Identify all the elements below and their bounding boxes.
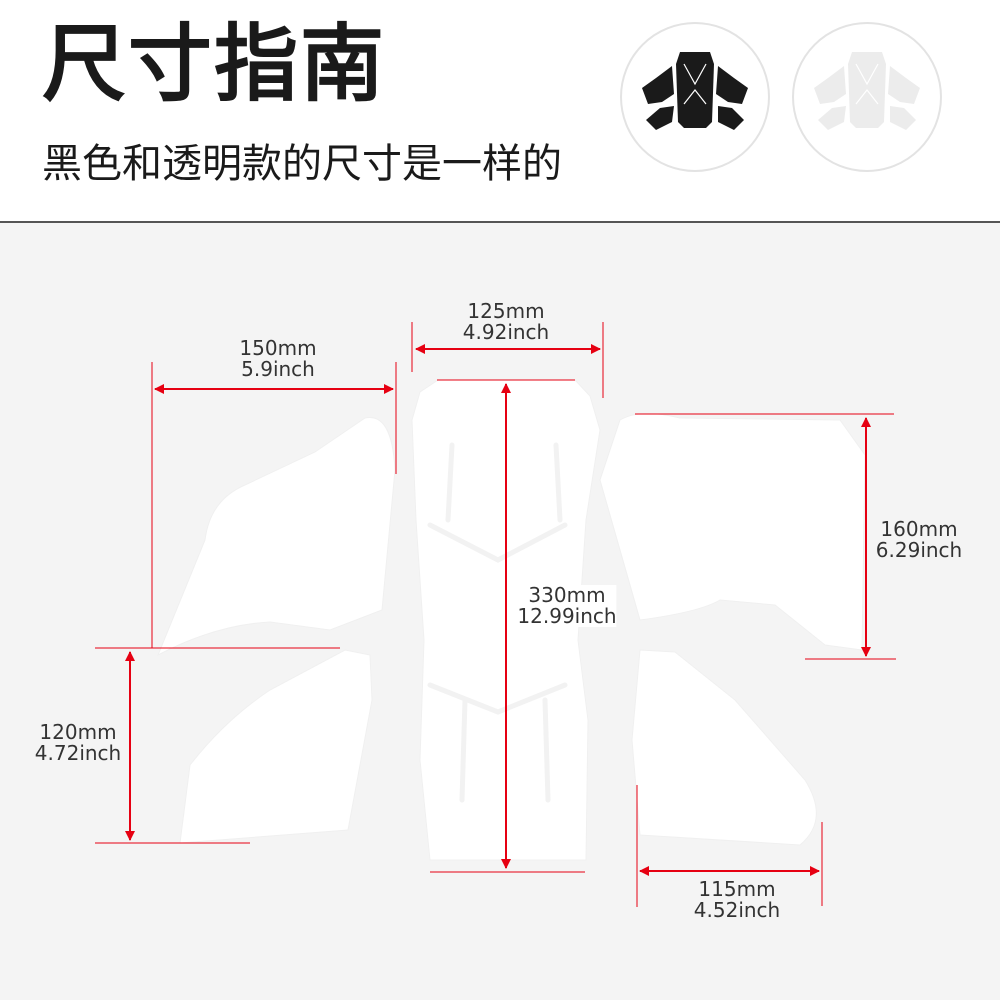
center-pad-groove-top — [427, 522, 568, 563]
right-bottom-pad — [631, 649, 817, 846]
left-top-pad — [157, 416, 396, 657]
center-pad-groove-lower-left — [459, 697, 468, 803]
label-center-height: 330mm 12.99inch — [517, 583, 617, 628]
center-pad-groove-lower-right — [542, 697, 551, 803]
label-left-bottom-height: 120mm 4.72inch — [34, 720, 122, 765]
label-left-top-width: 150mm 5.9inch — [239, 336, 317, 381]
size-diagram: 125mm 4.92inch 150mm 5.9inch 330mm 12.99… — [0, 223, 1000, 1000]
label-right-bottom-width: 115mm 4.52inch — [693, 877, 781, 922]
label-right-top-height: 160mm 6.29inch — [875, 517, 963, 562]
center-pad-groove-bottom — [427, 682, 568, 715]
center-pad-groove-left — [445, 442, 455, 523]
thumb-right-bottom-pad — [718, 106, 744, 130]
header-divider — [0, 221, 1000, 223]
left-bottom-pad — [179, 649, 373, 844]
center-pad-groove-right — [553, 442, 563, 523]
page-title: 尺寸指南 — [42, 15, 387, 113]
black-variant-thumbnail — [620, 22, 770, 172]
page-subtitle: 黑色和透明款的尺寸是一样的 — [42, 141, 562, 187]
header: 尺寸指南 黑色和透明款的尺寸是一样的 — [0, 0, 1000, 222]
label-top-width: 125mm 4.92inch — [462, 299, 550, 344]
thumb-right-top-pad — [716, 66, 748, 104]
clear-variant-thumbnail — [792, 22, 942, 172]
thumb-left-top-pad — [642, 66, 674, 104]
right-top-pad — [599, 413, 866, 651]
thumb-left-bottom-pad — [646, 106, 674, 130]
